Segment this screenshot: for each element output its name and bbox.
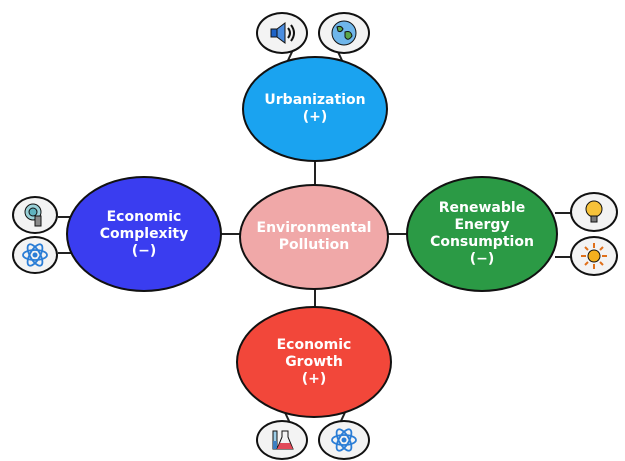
sun-icon bbox=[570, 236, 618, 276]
node-urbanization: Urbanization (+) bbox=[242, 56, 388, 162]
speaker-icon bbox=[256, 12, 308, 54]
center-label: Environmental Pollution bbox=[256, 220, 372, 253]
node-sign: (−) bbox=[469, 251, 495, 267]
connector-right bbox=[386, 233, 411, 235]
node-label: Economic Complexity bbox=[99, 208, 189, 242]
icon-connector bbox=[555, 256, 573, 258]
node-economic-complexity: Economic Complexity (−) bbox=[66, 176, 222, 292]
node-label: Renewable Energy Consumption bbox=[430, 200, 534, 250]
node-label: Economic Growth bbox=[276, 336, 352, 370]
node-renewable-energy-consumption: Renewable Energy Consumption (−) bbox=[406, 176, 558, 292]
globe-icon bbox=[318, 12, 370, 54]
node-environmental-pollution: Environmental Pollution bbox=[239, 184, 389, 290]
node-label: Urbanization bbox=[264, 92, 366, 108]
node-sign: (+) bbox=[302, 109, 328, 125]
icon-connector bbox=[58, 216, 76, 218]
connector-bottom bbox=[314, 286, 316, 314]
connector-top bbox=[314, 158, 316, 188]
lab-flask-icon bbox=[256, 420, 308, 460]
node-sign: (−) bbox=[131, 242, 157, 259]
connector-left bbox=[217, 233, 242, 235]
lightbulb-icon bbox=[570, 192, 618, 232]
atom-icon bbox=[318, 420, 370, 460]
icon-connector bbox=[58, 252, 76, 254]
satellite-dish-icon bbox=[12, 196, 58, 234]
atom-icon bbox=[12, 236, 58, 274]
node-economic-growth: Economic Growth (+) bbox=[236, 306, 392, 418]
node-sign: (+) bbox=[301, 370, 327, 387]
icon-connector bbox=[555, 212, 573, 214]
